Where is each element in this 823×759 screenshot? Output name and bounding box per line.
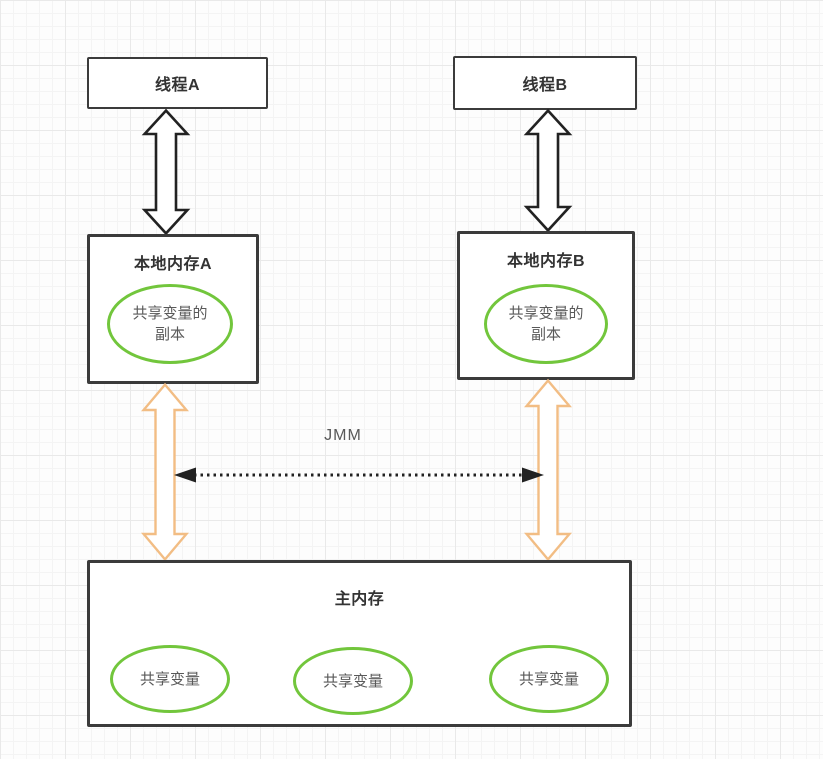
thread-b-box: 线程B — [453, 56, 637, 110]
local-memory-a-title: 本地内存A — [133, 256, 213, 273]
thread-a-box: 线程A — [87, 57, 268, 109]
shared-variable-ellipse-1: 共享变量 — [110, 645, 230, 713]
shared-variable-ellipse-3: 共享变量 — [489, 645, 609, 713]
thread-a-label: 线程A — [154, 77, 201, 94]
thread-b-label: 线程B — [522, 77, 568, 94]
thread-a-local-memory-a-arrow — [141, 108, 191, 236]
jmm-label: JMM — [324, 427, 362, 444]
shared-variable-ellipse-2: 共享变量 — [293, 647, 413, 715]
shared-variable-copy-ellipse-b: 共享变量的 副本 — [484, 284, 608, 364]
local-memory-b-title: 本地内存B — [506, 253, 586, 270]
shared-variable-copy-ellipse-a: 共享变量的 副本 — [107, 284, 233, 364]
local-memory-a-main-memory-arrow — [141, 382, 189, 562]
main-memory-title: 主内存 — [334, 591, 385, 608]
shared-variable-copy-a-text: 共享变量的 副本 — [132, 305, 208, 343]
main-memory-box: 主内存 共享变量 共享变量 共享变量 — [87, 560, 632, 727]
thread-b-local-memory-b-arrow — [523, 108, 573, 233]
local-memory-b-main-memory-arrow — [524, 378, 572, 562]
shared-variable-copy-b-text: 共享变量的 副本 — [508, 305, 584, 343]
jmm-dotted-arrow — [174, 467, 544, 483]
